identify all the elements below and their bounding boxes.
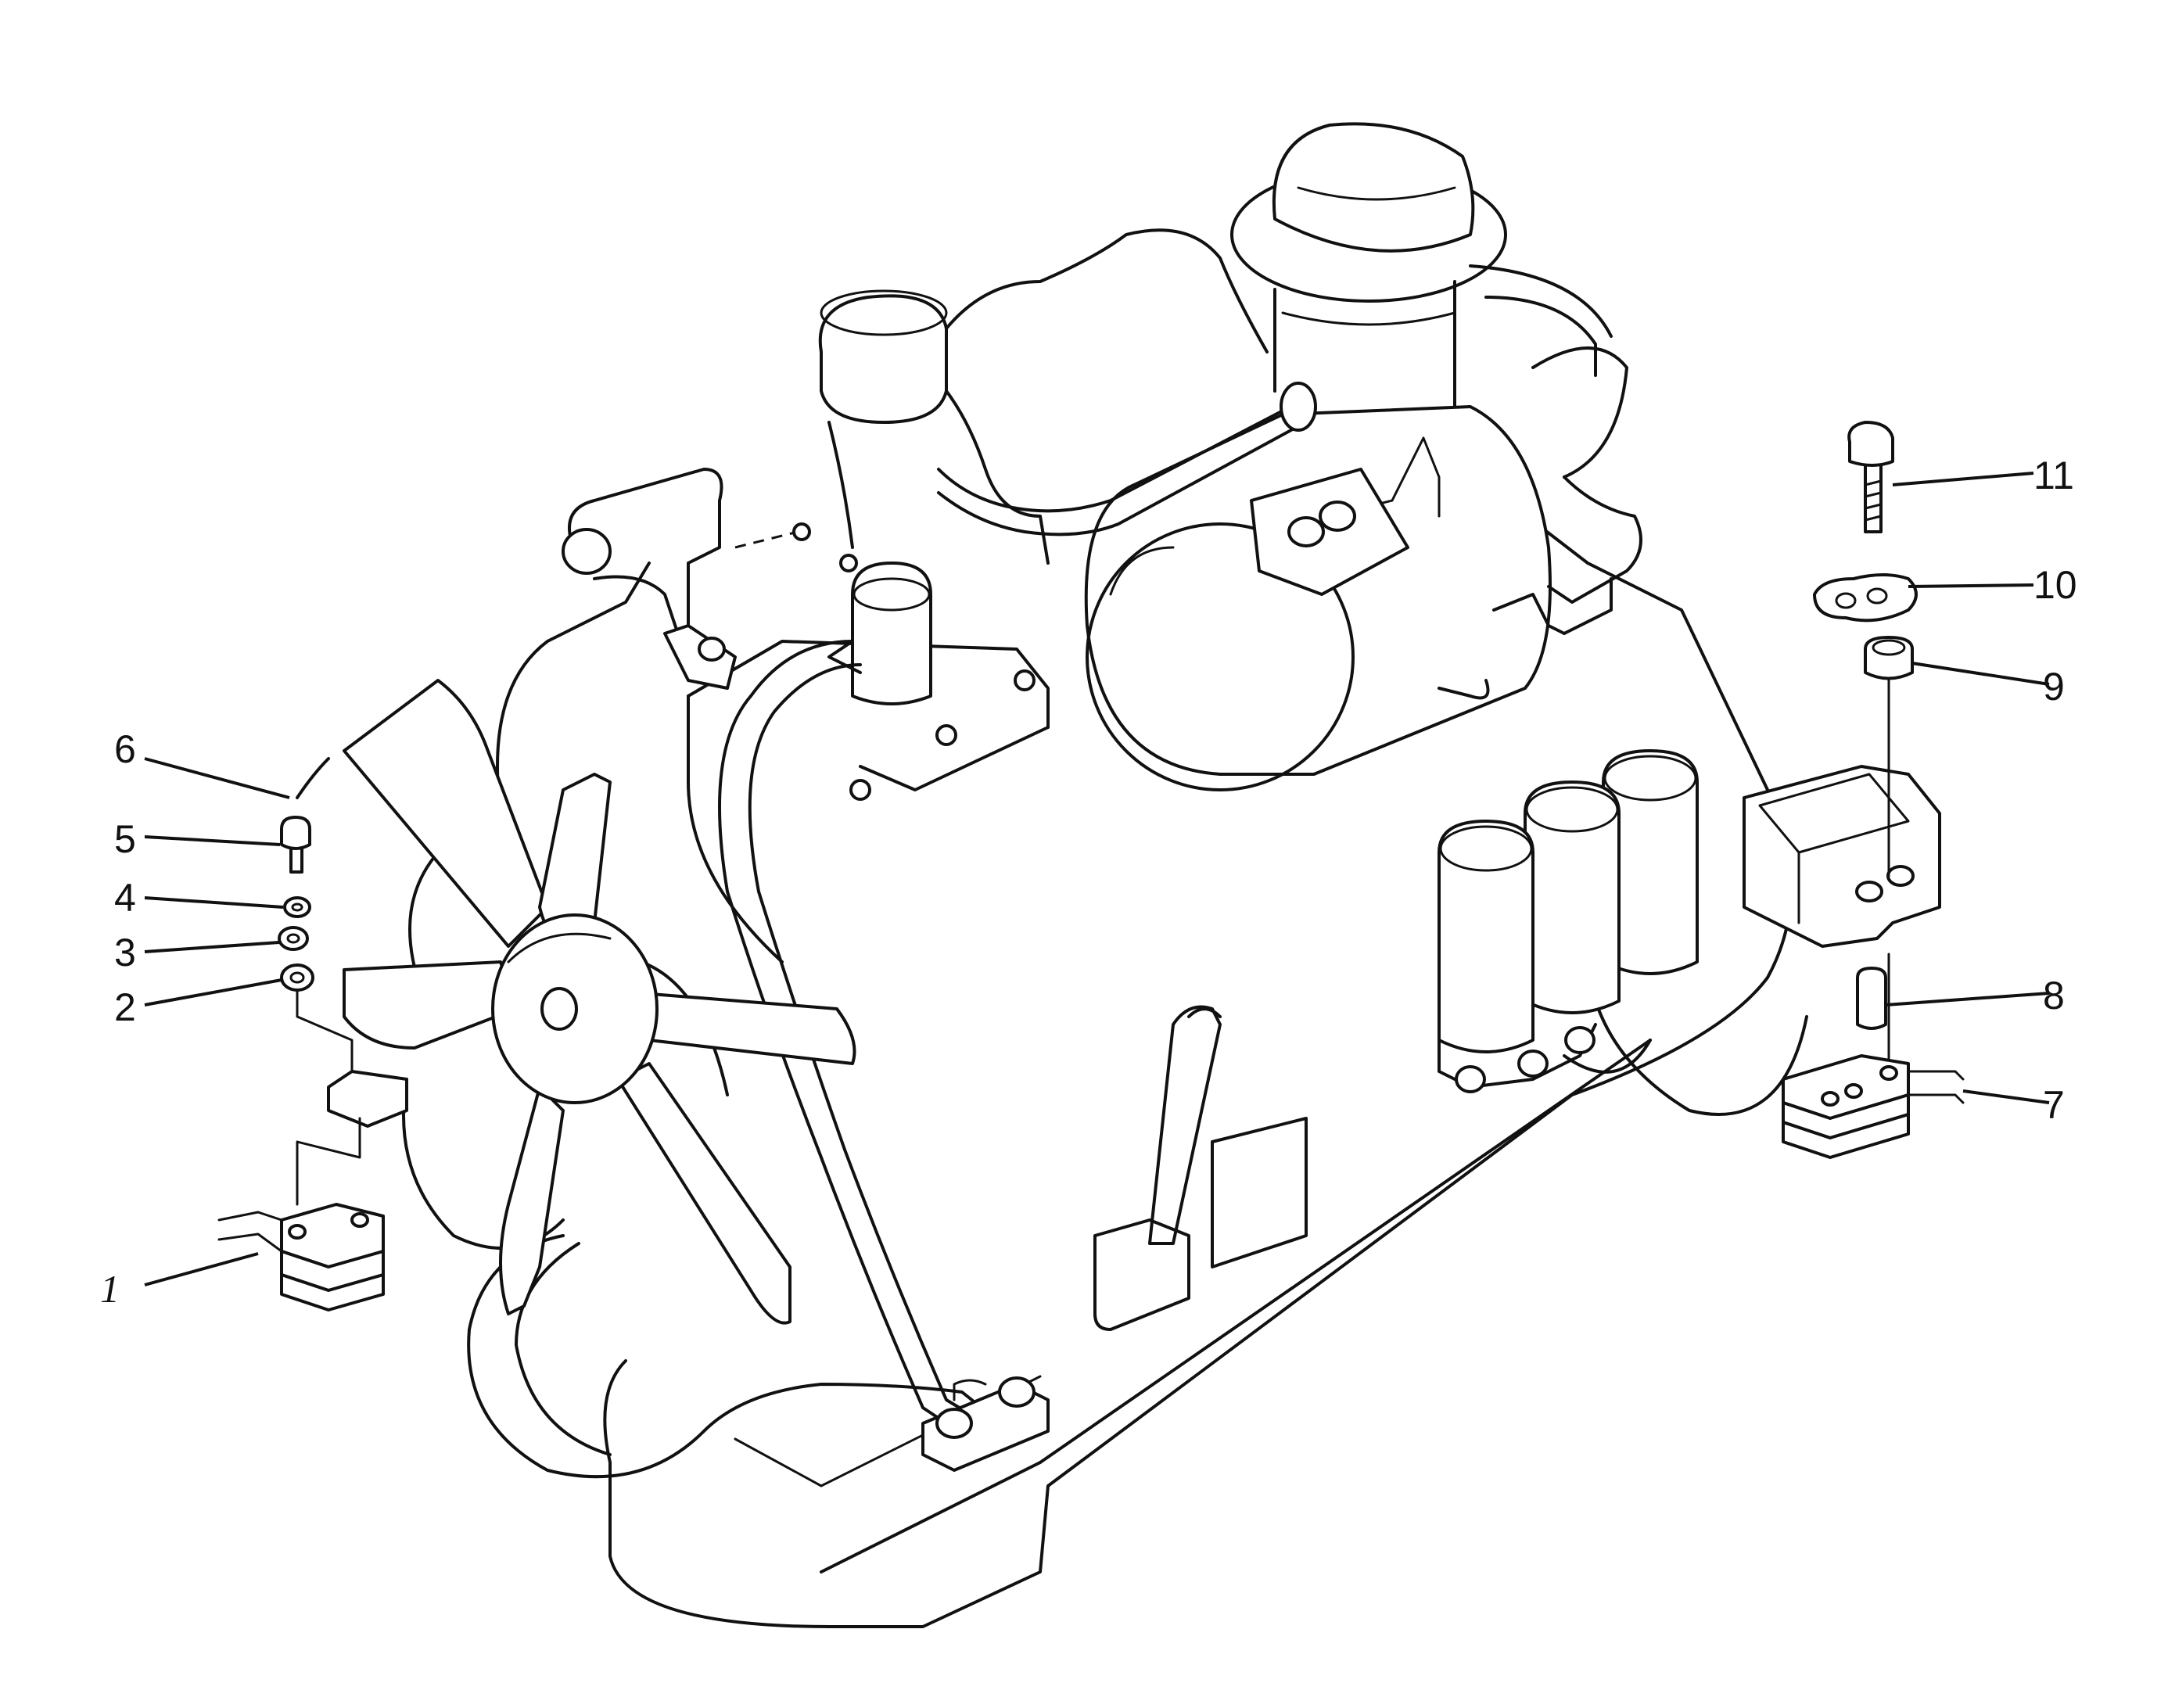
- leader-10: [1908, 583, 2034, 588]
- callout-4: 4: [114, 876, 136, 920]
- callout-1: 1: [100, 1267, 120, 1311]
- callout-7: 7: [2043, 1083, 2065, 1127]
- callout-leaders: [144, 472, 2050, 1286]
- callout-9: 9: [2043, 665, 2065, 709]
- callout-11: 11: [2033, 454, 2074, 497]
- callout-2: 2: [114, 985, 136, 1029]
- leader-2: [144, 978, 282, 1006]
- water-pipes: [562, 468, 1036, 1441]
- rear-mount-bracket: [1743, 765, 1941, 948]
- leader-11: [1892, 472, 2034, 486]
- callout-labels: 1 2 3 4 5 6 7 8 9 10 11: [100, 454, 2077, 1311]
- leader-9: [1911, 662, 2050, 686]
- leader-3: [144, 941, 280, 953]
- leader-8: [1885, 992, 2050, 1006]
- leader-5: [144, 835, 281, 846]
- turbocharger: [734, 228, 1317, 572]
- callout-6: 6: [114, 727, 136, 771]
- callout-8: 8: [2043, 974, 2065, 1017]
- leader-7: [1962, 1089, 2050, 1104]
- callout-3: 3: [114, 931, 136, 974]
- dipstick-tube: [1093, 1005, 1308, 1331]
- leader-1: [144, 1252, 259, 1286]
- callout-10: 10: [2033, 563, 2077, 607]
- right-mount-parts: [1782, 421, 1965, 1159]
- cooling-fan: [343, 679, 1003, 1479]
- front-engine-mount: [921, 1376, 1050, 1472]
- leader-6: [144, 757, 290, 799]
- callout-5: 5: [114, 817, 136, 861]
- left-mount-parts: [217, 757, 408, 1312]
- air-cleaner: [1084, 122, 1642, 791]
- oil-filters: [1438, 749, 1699, 1093]
- leader-4: [144, 896, 284, 909]
